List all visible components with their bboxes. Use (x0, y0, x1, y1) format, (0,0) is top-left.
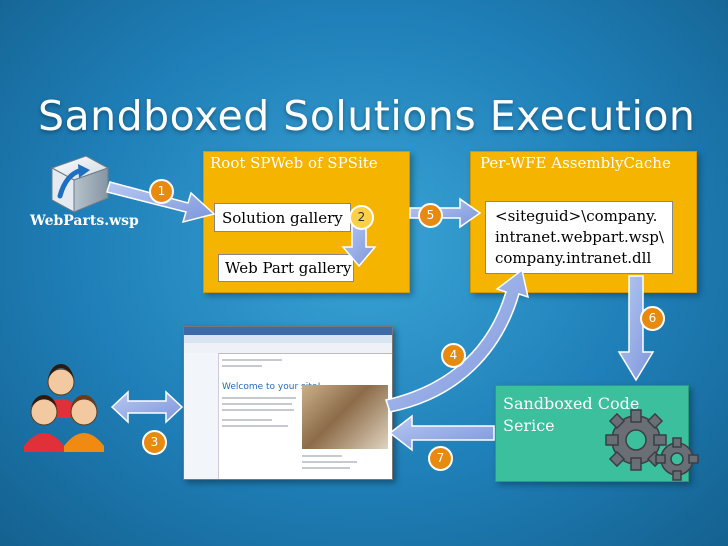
sandboxed-code-line: Serice (503, 416, 555, 435)
solution-gallery-box: Solution gallery (214, 203, 351, 232)
screenshot-text-line (222, 409, 294, 411)
assembly-cache-box: Per-WFE AssemblyCache <siteguid>\company… (470, 151, 697, 293)
screenshot-text-line (222, 397, 296, 399)
screenshot-titlebar (184, 327, 392, 335)
root-spweb-header: Root SPWeb of SPSite (210, 154, 378, 172)
screenshot-text-line (302, 461, 357, 463)
assembly-path-box: <siteguid>\company. intranet.webpart.wsp… (485, 201, 673, 274)
site-screenshot: Welcome to your site! (183, 326, 393, 480)
screenshot-text-line (302, 455, 342, 457)
step-4-badge: 4 (441, 343, 466, 368)
step-7-badge: 7 (428, 446, 453, 471)
slide-title: Sandboxed Solutions Execution (38, 92, 696, 140)
step-5-badge: 5 (418, 203, 443, 228)
sandboxed-code-line: Sandboxed Code (503, 394, 640, 413)
assembly-path-line: <siteguid>\company. (495, 207, 658, 225)
assembly-cache-header: Per-WFE AssemblyCache (480, 154, 671, 172)
assembly-path-line: company.intranet.dll (495, 249, 652, 267)
screenshot-nav (184, 343, 392, 354)
step-3-badge: 3 (142, 430, 167, 455)
step-6-badge: 6 (640, 306, 665, 331)
package-label: WebParts.wsp (30, 213, 139, 229)
screenshot-text-line (222, 403, 292, 405)
web-part-gallery-box: Web Part gallery (218, 254, 354, 282)
screenshot-text-line (222, 359, 282, 361)
sandboxed-code-label: Sandboxed Code Serice (503, 393, 639, 437)
screenshot-photo (302, 385, 388, 449)
screenshot-welcome-text: Welcome to your site! (222, 382, 321, 392)
web-part-gallery-label: Web Part gallery (225, 259, 352, 277)
step-2-badge: 2 (349, 205, 374, 230)
solution-gallery-label: Solution gallery (222, 209, 343, 227)
screenshot-text-line (222, 425, 288, 427)
screenshot-sidebar (184, 353, 219, 479)
screenshot-text-line (222, 419, 272, 421)
screenshot-text-line (222, 365, 262, 367)
sandboxed-code-service-box: Sandboxed Code Serice (495, 385, 689, 482)
root-spweb-box: Root SPWeb of SPSite Solution gallery We… (203, 151, 410, 293)
screenshot-toolbar (184, 335, 392, 343)
screenshot-text-line (302, 467, 350, 469)
step-1-badge: 1 (149, 179, 174, 204)
assembly-path-line: intranet.webpart.wsp\ (495, 228, 664, 246)
